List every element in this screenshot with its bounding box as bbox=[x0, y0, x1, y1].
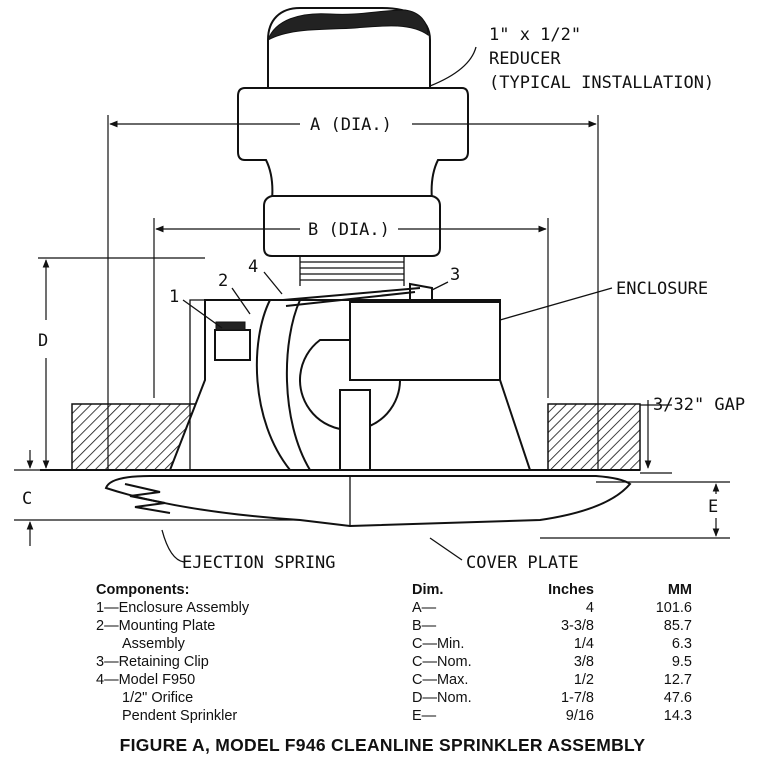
callout-1: 1 bbox=[169, 287, 179, 307]
header-mm: MM bbox=[667, 582, 692, 598]
components-heading: Components: bbox=[96, 582, 190, 598]
header-inches: Inches bbox=[548, 582, 594, 598]
dim-cell: A— bbox=[412, 600, 437, 616]
component-item: Pendent Sprinkler bbox=[122, 708, 238, 724]
leader-lines bbox=[161, 46, 613, 563]
mm-cell: 9.5 bbox=[671, 654, 692, 670]
sprinkler-assembly-diagram: 1" x 1/2" REDUCER (TYPICAL INSTALLATION)… bbox=[14, 7, 745, 573]
enclosure-block bbox=[349, 282, 501, 381]
dim-cell: C—Min. bbox=[412, 636, 465, 652]
component-item: 4—Model F950 bbox=[96, 672, 196, 688]
reducer-label-line2: REDUCER bbox=[489, 49, 561, 69]
table-row: A— 4 101.6 bbox=[412, 599, 692, 617]
pipe bbox=[267, 7, 431, 89]
figure-caption: FIGURE A, MODEL F946 CLEANLINE SPRINKLER… bbox=[119, 735, 646, 755]
table-row: C—Max. 1/2 12.7 bbox=[412, 671, 692, 689]
dim-b-label: B (DIA.) bbox=[308, 220, 390, 240]
mm-cell: 14.3 bbox=[663, 708, 692, 724]
component-item: 1/2" Orifice bbox=[122, 690, 194, 706]
inches-cell: 9/16 bbox=[565, 708, 594, 724]
dim-cell: E— bbox=[412, 708, 437, 724]
mm-cell: 101.6 bbox=[655, 600, 692, 616]
inches-cell: 3-3/8 bbox=[560, 618, 594, 634]
callout-2: 2 bbox=[218, 271, 228, 291]
mm-cell: 47.6 bbox=[663, 690, 692, 706]
dim-cell: C—Nom. bbox=[412, 654, 472, 670]
mm-cell: 85.7 bbox=[663, 618, 692, 634]
cover-plate bbox=[104, 475, 632, 528]
inches-cell: 1-7/8 bbox=[560, 690, 594, 706]
dim-a-label: A (DIA.) bbox=[310, 115, 392, 135]
dim-c-label: C bbox=[22, 489, 32, 509]
reducer bbox=[237, 87, 469, 286]
table-row: B— 3-3/8 85.7 bbox=[412, 617, 692, 635]
cover-plate-label: COVER PLATE bbox=[466, 553, 579, 573]
table-row: E— 9/16 14.3 bbox=[412, 707, 692, 725]
table-row: C—Min. 1/4 6.3 bbox=[412, 635, 692, 653]
inches-cell: 3/8 bbox=[573, 654, 594, 670]
table-row: D—Nom. 1-7/8 47.6 bbox=[412, 689, 692, 707]
dim-cell: B— bbox=[412, 618, 437, 634]
callout-3: 3 bbox=[450, 265, 460, 285]
dim-cell: D—Nom. bbox=[412, 690, 472, 706]
inches-cell: 4 bbox=[585, 600, 594, 616]
header-dim: Dim. bbox=[412, 582, 444, 598]
dimension-lines bbox=[14, 115, 730, 546]
mm-cell: 12.7 bbox=[663, 672, 692, 688]
dim-e-label: E bbox=[708, 497, 718, 517]
callout-4: 4 bbox=[248, 257, 258, 277]
dimensions-header-row: Dim. Inches MM bbox=[412, 581, 692, 599]
enclosure-label: ENCLOSURE bbox=[616, 279, 708, 299]
component-item: Assembly bbox=[122, 636, 185, 652]
component-item: 1—Enclosure Assembly bbox=[96, 600, 250, 616]
component-item: 3—Retaining Clip bbox=[96, 654, 209, 670]
reducer-label-line1: 1" x 1/2" bbox=[489, 25, 581, 45]
ejection-spring-label: EJECTION SPRING bbox=[182, 553, 336, 573]
inches-cell: 1/4 bbox=[573, 636, 594, 652]
dim-d-label: D bbox=[38, 331, 48, 351]
table-row: C—Nom. 3/8 9.5 bbox=[412, 653, 692, 671]
dimensions-table: Dim. Inches MM A— 4 101.6 B— 3-3/8 85.7 … bbox=[412, 581, 692, 725]
dim-cell: C—Max. bbox=[412, 672, 469, 688]
components-list: Components: 1—Enclosure Assembly 2—Mount… bbox=[96, 581, 396, 725]
inches-cell: 1/2 bbox=[573, 672, 594, 688]
reducer-label-line3: (TYPICAL INSTALLATION) bbox=[489, 73, 714, 93]
component-item: 2—Mounting Plate bbox=[96, 618, 216, 634]
mm-cell: 6.3 bbox=[671, 636, 692, 652]
gap-label: 3/32" GAP bbox=[653, 395, 745, 415]
